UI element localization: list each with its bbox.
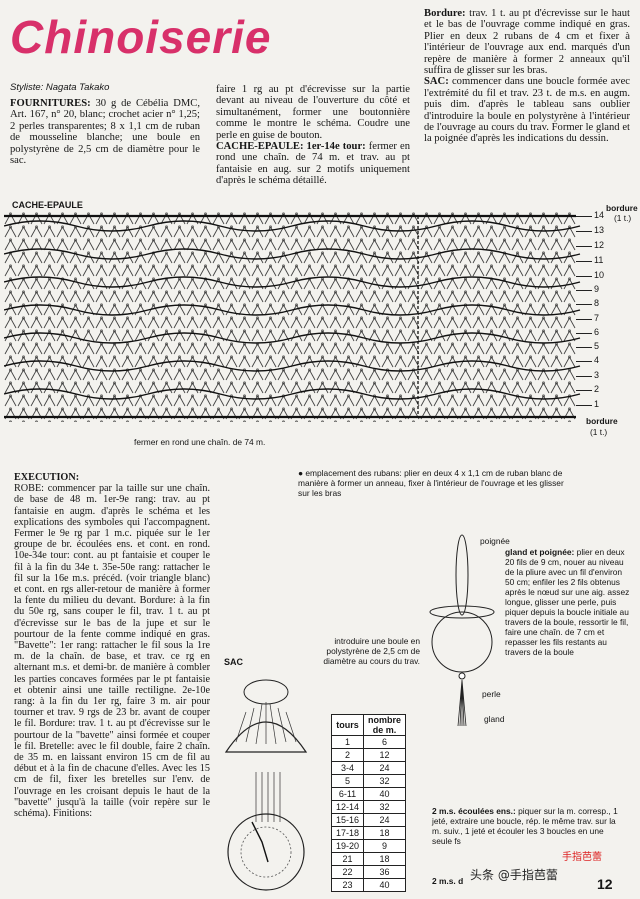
row-label: 9 [594, 284, 600, 294]
ribbon-note: ● emplacement des rubans: plier en deux … [298, 468, 564, 498]
col2-paragraph: faire 1 rg au pt d'écrevisse sur la part… [216, 84, 410, 141]
table-header-row: tours nombre de m. [330, 714, 407, 736]
fournitures-text: 30 g de Cébélia DMC, Art. 167, n° 20, bl… [10, 98, 200, 167]
bordure-bottom-label: bordure [586, 416, 618, 426]
row-label: 13 [594, 225, 605, 235]
stylist-credit: Styliste: Nagata Takako [10, 82, 110, 93]
perle-label: perle [482, 689, 501, 699]
column-2: faire 1 rg au pt d'écrevisse sur la part… [216, 84, 410, 187]
cache-epaule-label: CACHE-EPAULE [12, 200, 83, 210]
cache-text: fermer en rond une chaîn. de 74 m. et tr… [216, 141, 410, 187]
fournitures-section: FOURNITURES: 30 g de Cébélia DMC, Art. 1… [10, 98, 200, 166]
row-label: 12 [594, 240, 605, 250]
gland-label: gland [484, 714, 505, 724]
bordure-bottom-tours: (1 t.) [590, 427, 608, 437]
legend-item-2: 2 m.s. d [432, 876, 464, 886]
sac-text: commencer dans une boucle formée avec l'… [424, 76, 630, 145]
bordure-heading: Bordure: [424, 8, 466, 19]
execution-heading: EXECUTION: [14, 472, 80, 483]
legend-item-1: 2 m.s. écoulées ens.: piquer sur la m. c… [432, 806, 618, 846]
row-label: 3 [594, 370, 600, 380]
row-label: 6 [594, 327, 600, 337]
bag-illustration [429, 534, 495, 727]
row-label: 8 [594, 298, 600, 308]
row-label: 4 [594, 355, 600, 365]
table-header: nombre de m. [363, 714, 407, 736]
table-header: tours [330, 714, 365, 736]
fournitures-heading: FOURNITURES: [10, 98, 91, 109]
sac-heading: SAC: [424, 76, 449, 88]
row-label: 5 [594, 341, 600, 351]
cache-heading: CACHE-EPAULE: 1er-14e tour: [216, 141, 366, 153]
boule-note: introduire une boule en polystyrène de 2… [323, 636, 420, 666]
row-label: 7 [594, 313, 600, 323]
execution-section: EXECUTION: ROBE: commencer par la taille… [14, 472, 210, 819]
sac-label: SAC [224, 657, 244, 667]
row-label: 2 [594, 384, 600, 394]
bordure-top-label: bordure [606, 203, 638, 213]
row-label: 11 [594, 255, 604, 265]
cache-epaule-diagram [4, 212, 581, 422]
diagram-caption: fermer en rond une chaîn. de 74 m. [134, 437, 266, 447]
page-number: 12 [597, 876, 613, 892]
page-title: Chinoiserie [10, 11, 272, 63]
poignee-label: poignée [480, 536, 510, 546]
sac-diagram [224, 679, 308, 891]
bordure-text: trav. 1 t. au pt d'écrevisse sur le haut… [424, 8, 630, 77]
row-label: 14 [594, 210, 605, 220]
gland-note: gland et poignée: plier en deux 20 fils … [505, 547, 630, 657]
column-3: Bordure: trav. 1 t. au pt d'écrevisse su… [424, 8, 630, 145]
execution-text: ROBE: commencer par la taille sur une ch… [14, 483, 210, 820]
watermark: 头条 @手指芭蕾 [470, 868, 558, 882]
watermark-badge: 手指芭蕾 [562, 852, 602, 863]
row-label: 1 [594, 399, 600, 409]
bordure-top-tours: (1 t.) [614, 213, 632, 223]
row-label: 10 [594, 270, 605, 280]
